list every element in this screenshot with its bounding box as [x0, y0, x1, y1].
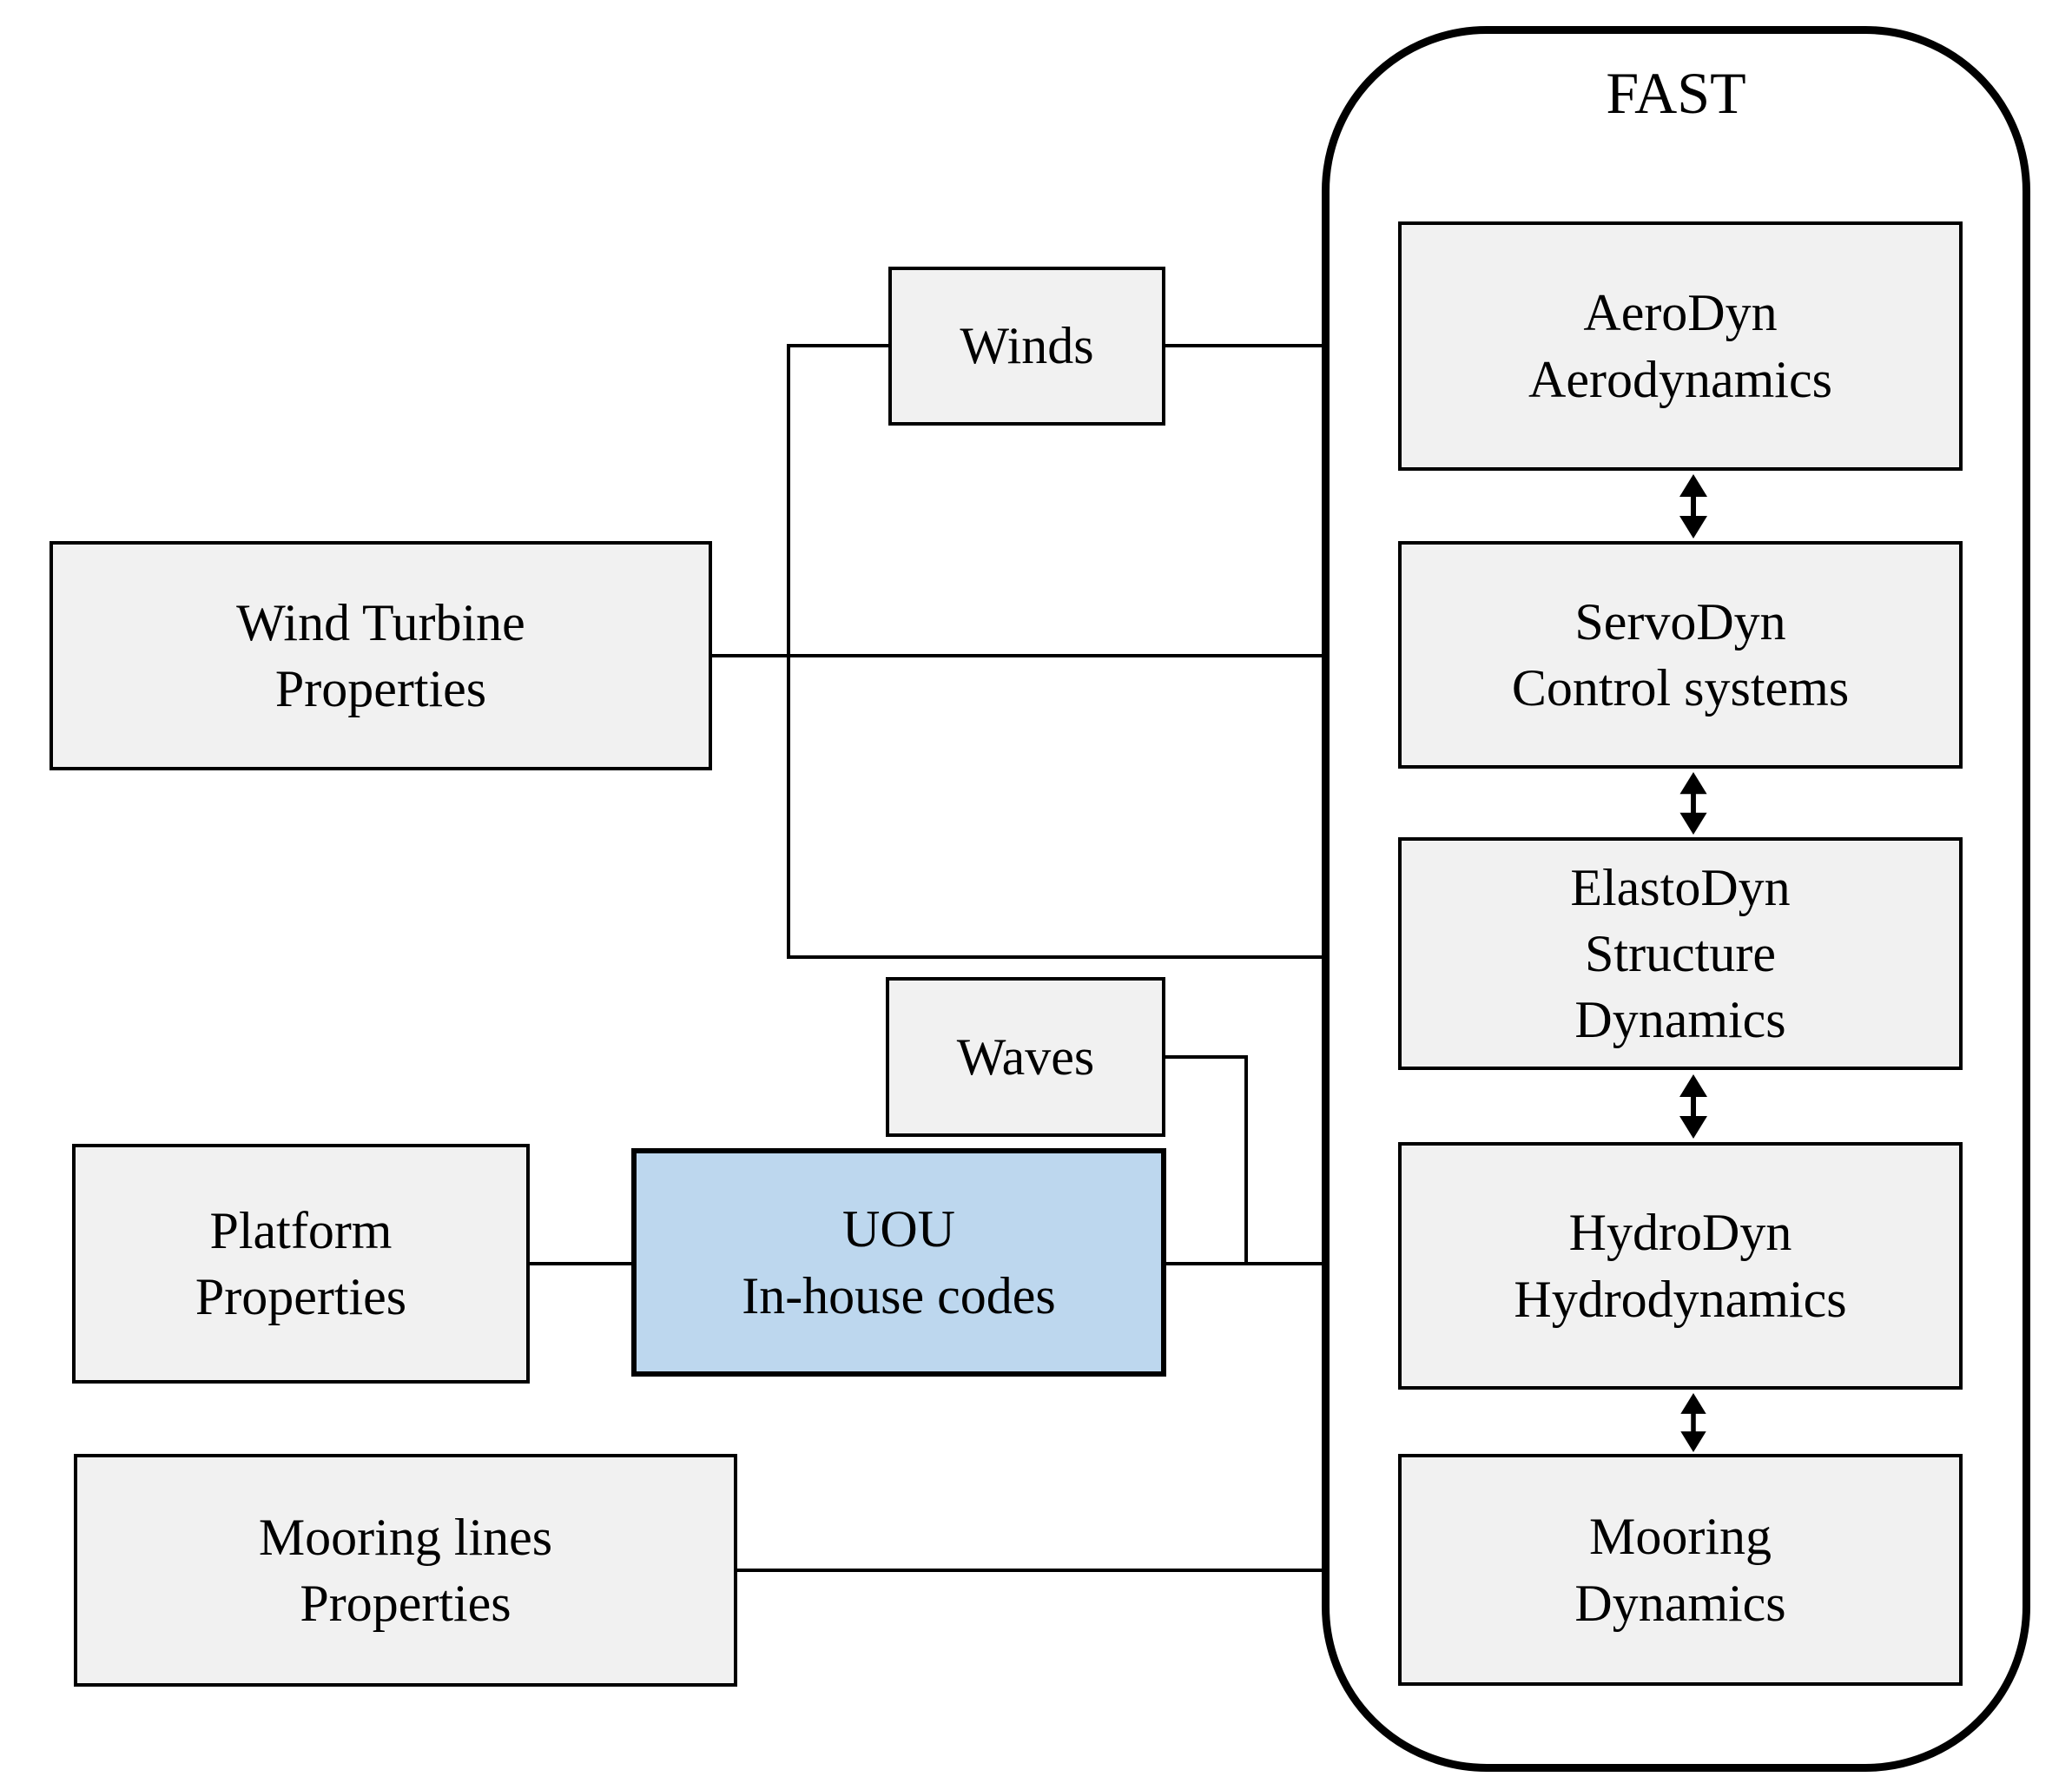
- connector-mooring-lines-to-mooring: [737, 1569, 1398, 1572]
- input-label-line: Properties: [195, 1268, 407, 1325]
- double-arrow-icon: [1679, 772, 1707, 835]
- module-label-line: ServoDyn: [1574, 592, 1786, 651]
- connector-winds-to-aerodyn: [1165, 344, 1398, 347]
- module-label-line: Dynamics: [1574, 1574, 1786, 1632]
- box-mooring-lines-properties: Mooring lines Properties: [74, 1454, 737, 1687]
- fast-title: FAST: [1606, 60, 1746, 126]
- module-label-line: AeroDyn: [1583, 284, 1778, 342]
- box-waves: Waves: [886, 977, 1165, 1137]
- input-label-line: Properties: [300, 1575, 511, 1632]
- module-label-line: Mooring: [1589, 1508, 1772, 1566]
- connector-platform-to-uou: [530, 1262, 631, 1265]
- module-aerodyn: AeroDyn Aerodynamics: [1398, 221, 1963, 471]
- module-label-line: ElastoDyn: [1570, 858, 1791, 916]
- input-label-line: Wind Turbine: [236, 593, 525, 651]
- connector-waves-right-stub: [1165, 1055, 1248, 1059]
- double-arrow-icon: [1679, 1074, 1707, 1139]
- connector-waves-drop: [1244, 1055, 1248, 1265]
- box-platform-properties: Platform Properties: [72, 1144, 530, 1384]
- connector-trunk-to-elastodyn: [787, 955, 1398, 959]
- module-label-line: Control systems: [1511, 659, 1850, 717]
- waves-label: Waves: [956, 1027, 1095, 1086]
- winds-label: Winds: [960, 317, 1094, 375]
- module-label-line: Structure: [1585, 924, 1776, 982]
- module-servodyn: ServoDyn Control systems: [1398, 541, 1963, 769]
- module-hydrodyn: HydroDyn Hydrodynamics: [1398, 1142, 1963, 1390]
- box-winds: Winds: [888, 267, 1165, 426]
- module-label-line: Hydrodynamics: [1514, 1270, 1847, 1328]
- input-label-line: Platform: [209, 1201, 393, 1259]
- module-label-line: Dynamics: [1574, 991, 1786, 1049]
- uou-label-line: UOU: [842, 1200, 955, 1258]
- input-label-line: Properties: [274, 660, 487, 717]
- connector-vertical-trunk: [787, 344, 790, 959]
- uou-label-line: In-house codes: [742, 1266, 1056, 1324]
- double-arrow-icon: [1680, 1393, 1706, 1452]
- connector-uou-to-hydrodyn: [1166, 1262, 1398, 1265]
- module-elastodyn: ElastoDyn Structure Dynamics: [1398, 837, 1963, 1070]
- box-uou-in-house-codes: UOU In-house codes: [631, 1148, 1166, 1377]
- double-arrow-icon: [1679, 474, 1707, 538]
- connector-wind-turbine-to-servodyn: [712, 654, 1398, 657]
- module-mooring-dynamics: Mooring Dynamics: [1398, 1454, 1963, 1686]
- box-wind-turbine-properties: Wind Turbine Properties: [49, 541, 712, 770]
- module-label-line: HydroDyn: [1568, 1204, 1792, 1262]
- connector-winds-left-stub: [787, 344, 888, 347]
- module-label-line: Aerodynamics: [1528, 350, 1832, 408]
- input-label-line: Mooring lines: [258, 1508, 553, 1566]
